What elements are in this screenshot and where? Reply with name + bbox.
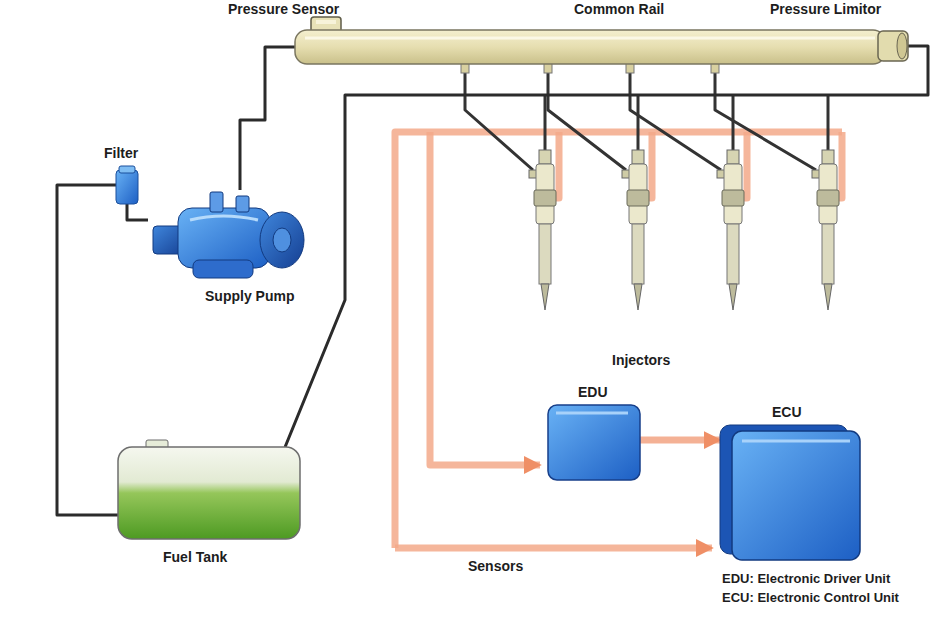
signal-wire (556, 132, 559, 198)
node-label: Pressure Sensor (228, 1, 339, 17)
fuel-line (240, 47, 295, 190)
common-rail-shape (295, 30, 885, 64)
sensor-arrow (395, 545, 712, 552)
injector (717, 150, 744, 310)
edu-box: EDU (548, 405, 640, 480)
pressure-limitor-shape (878, 31, 908, 61)
common-rail: Common Rail (295, 30, 885, 64)
injector (622, 150, 649, 310)
injector (812, 150, 839, 310)
abbreviation-note: ECU: Electronic Control Unit (722, 591, 899, 606)
driver-arrow (430, 132, 540, 465)
leak-line (637, 95, 640, 150)
injector (529, 150, 556, 310)
node-label: Filter (104, 145, 138, 161)
signal-wire (839, 132, 842, 198)
supply-pump-shape (148, 190, 308, 285)
signal-connector (640, 436, 720, 443)
node-label: Supply Pump (205, 288, 294, 304)
edu-box-shape (548, 405, 640, 480)
leak-line (544, 95, 547, 150)
fuel-line (127, 204, 148, 220)
fuel-line (285, 46, 928, 447)
injection-pipe (548, 72, 626, 170)
signal-wire (649, 132, 652, 198)
part-name: Injectors (612, 352, 670, 368)
node-label: Fuel Tank (163, 549, 227, 565)
fuel-filter: Filter (116, 166, 138, 204)
node-label: EDU (578, 384, 608, 400)
supply-pump: Supply Pump (148, 190, 308, 285)
injectors (529, 150, 839, 310)
signal-name: Sensors (468, 558, 523, 574)
abbreviation-note: EDU: Electronic Driver Unit (722, 572, 890, 587)
injection-pipe (465, 72, 533, 170)
node-label: ECU (772, 404, 802, 420)
pressure-limitor: Pressure Limitor (878, 31, 908, 61)
node-label: Common Rail (574, 1, 664, 17)
fuel-filter-shape (116, 166, 138, 204)
fuel-tank: Fuel Tank (118, 447, 300, 539)
node-label: Pressure Limitor (770, 1, 881, 17)
ecu-box: ECU (720, 425, 860, 560)
fuel-tank-shape (118, 447, 300, 539)
signal-wire (744, 132, 747, 198)
ecu-box-shape (720, 425, 860, 560)
leak-line (827, 95, 830, 150)
fuel-line (57, 185, 118, 515)
